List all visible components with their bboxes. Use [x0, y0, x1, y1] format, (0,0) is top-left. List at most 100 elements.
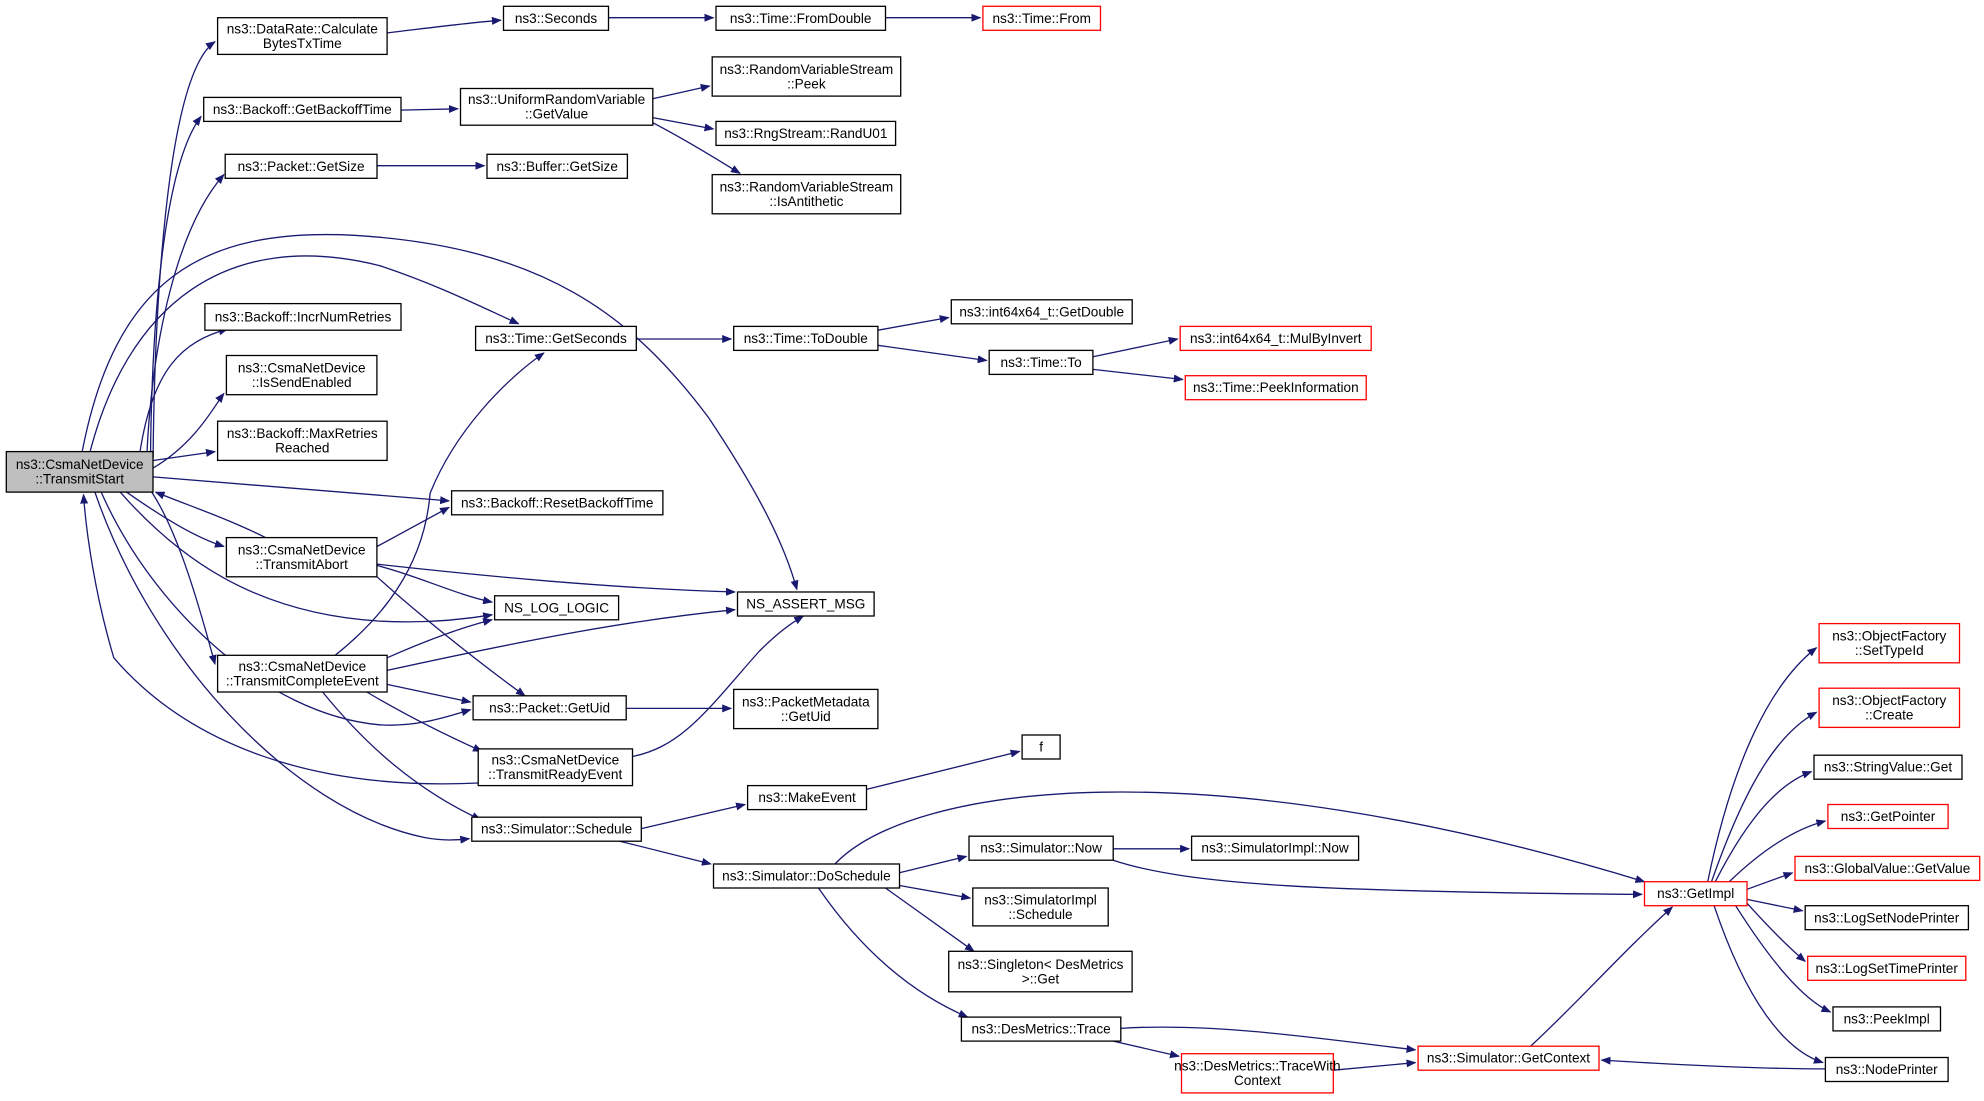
node-getdouble[interactable]: ns3::int64x64_t::GetDouble [950, 299, 1133, 325]
node-label-line: ns3::PacketMetadata [742, 694, 870, 709]
edge-transmitstart-to-getbackofftime [149, 115, 202, 458]
node-label-line: ns3::Time::FromDouble [730, 11, 872, 26]
node-label-line: ::IsSendEnabled [252, 375, 352, 390]
node-simnow[interactable]: ns3::Simulator::Now [968, 835, 1114, 861]
node-label-line: ns3::LogSetTimePrinter [1816, 961, 1959, 976]
node-getbackofftime[interactable]: ns3::Backoff::GetBackoffTime [203, 96, 402, 123]
edge-readyevent-to-transmitstart [80, 493, 479, 785]
node-implnow[interactable]: ns3::SimulatorImpl::Now [1190, 835, 1360, 861]
node-stringvalueget[interactable]: ns3::StringValue::Get [1813, 754, 1963, 780]
node-transmitabort[interactable]: ns3::CsmaNetDevice::TransmitAbort [225, 536, 378, 578]
node-todouble[interactable]: ns3::Time::ToDouble [733, 325, 879, 352]
edge-transmitabort-to-nsassert [376, 563, 736, 596]
node-getcontext[interactable]: ns3::Simulator::GetContext [1417, 1045, 1600, 1071]
node-label-line: ns3::CsmaNetDevice [238, 543, 366, 558]
node-peekinformation[interactable]: ns3::Time::PeekInformation [1184, 375, 1367, 401]
node-label-line: ns3::Singleton< DesMetrics [958, 957, 1124, 972]
node-timeto[interactable]: ns3::Time::To [988, 349, 1094, 376]
node-settypeid[interactable]: ns3::ObjectFactory::SetTypeId [1818, 622, 1961, 664]
node-nodeprinter[interactable]: ns3::NodePrinter [1824, 1056, 1949, 1083]
node-logtimeprinter[interactable]: ns3::LogSetTimePrinter [1807, 955, 1967, 981]
node-box [486, 153, 629, 179]
node-box [216, 654, 388, 693]
edge-getimpl-to-settypeid [1707, 647, 1818, 882]
node-nsassert[interactable]: NS_ASSERT_MSG [736, 591, 875, 617]
node-desmetricstrace[interactable]: ns3::DesMetrics::Trace [960, 1016, 1122, 1042]
node-label-line: ns3::Buffer::GetSize [496, 159, 617, 174]
node-box [1832, 1006, 1942, 1032]
node-resetbackoff[interactable]: ns3::Backoff::ResetBackoffTime [450, 490, 664, 516]
node-metadatagetuid[interactable]: ns3::PacketMetadata::GetUid [733, 688, 879, 730]
edge-transmitstart-to-issendenabled [152, 392, 225, 469]
node-label-line: ns3::Time::From [992, 11, 1090, 26]
node-incrnumretries[interactable]: ns3::Backoff::IncrNumRetries [204, 302, 402, 331]
node-getpointer[interactable]: ns3::GetPointer [1827, 803, 1949, 830]
node-ofcreate[interactable]: ns3::ObjectFactory::Create [1818, 687, 1961, 729]
node-doschedule[interactable]: ns3::Simulator::DoSchedule [712, 863, 901, 889]
node-label-line: ns3::Packet::GetSize [238, 159, 365, 174]
node-label-line: NS_ASSERT_MSG [746, 597, 865, 612]
edge-completeevent-to-schedule [322, 691, 482, 821]
node-peekimpl[interactable]: ns3::PeekImpl [1832, 1006, 1942, 1032]
node-label-line: f [1039, 740, 1043, 755]
node-box [203, 96, 402, 123]
edge-timeto-to-peekinformation [1092, 368, 1184, 383]
node-label-line: ns3::MakeEvent [758, 790, 856, 805]
node-box [1804, 905, 1970, 931]
node-box [1184, 375, 1367, 401]
node-urvgetvalue[interactable]: ns3::UniformRandomVariable::GetValue [459, 87, 654, 126]
node-box [474, 325, 637, 352]
node-box [502, 5, 610, 31]
node-box [1827, 803, 1949, 830]
edge-simnow-to-getimpl [1112, 859, 1643, 899]
node-lognodeprinter[interactable]: ns3::LogSetNodePrinter [1804, 905, 1970, 931]
node-label-line: ns3::Time::GetSeconds [485, 331, 627, 346]
node-label-line: ns3::Time::ToDouble [744, 331, 868, 346]
node-readyevent[interactable]: ns3::CsmaNetDevice::TransmitReadyEvent [477, 748, 634, 787]
node-implschedule[interactable]: ns3::SimulatorImpl::Schedule [972, 887, 1109, 927]
node-globalvalue[interactable]: ns3::GlobalValue::GetValue [1794, 855, 1981, 882]
node-box [5, 450, 154, 493]
node-box [950, 299, 1133, 325]
edge-makeevent-to-f [866, 749, 1021, 791]
edge-transmitstart-to-transmitabort [126, 491, 225, 548]
node-box [1021, 734, 1061, 760]
node-buffergetsize[interactable]: ns3::Buffer::GetSize [486, 153, 629, 179]
node-getimpl[interactable]: ns3::GetImpl [1643, 881, 1748, 907]
node-label-line: ns3::Packet::GetUid [489, 700, 610, 715]
node-makeevent[interactable]: ns3::MakeEvent [746, 784, 868, 811]
node-label-line: ns3::int64x64_t::MulByInvert [1190, 331, 1362, 346]
node-getseconds[interactable]: ns3::Time::GetSeconds [474, 325, 637, 352]
node-nslog[interactable]: NS_LOG_LOGIC [493, 595, 620, 621]
node-completeevent[interactable]: ns3::CsmaNetDevice::TransmitCompleteEven… [216, 654, 388, 693]
node-isantithetic[interactable]: ns3::RandomVariableStream::IsAntithetic [711, 173, 902, 215]
node-transmitstart[interactable]: ns3::CsmaNetDevice::TransmitStart [5, 450, 154, 493]
node-getuid[interactable]: ns3::Packet::GetUid [472, 695, 627, 721]
node-seconds[interactable]: ns3::Seconds [502, 5, 610, 31]
node-label-line: ::TransmitAbort [255, 557, 348, 572]
node-timefrom[interactable]: ns3::Time::From [982, 5, 1102, 31]
node-label-line: ns3::ObjectFactory [1832, 693, 1946, 708]
node-f[interactable]: f [1021, 734, 1061, 760]
node-mulbyinvert[interactable]: ns3::int64x64_t::MulByInvert [1179, 325, 1372, 352]
node-label-line: ns3::Backoff::ResetBackoffTime [461, 495, 653, 510]
node-fromdouble[interactable]: ns3::Time::FromDouble [715, 5, 887, 31]
edge-transmitstart-to-calcbytes [152, 41, 216, 458]
node-singleton[interactable]: ns3::Singleton< DesMetrics >::Get [948, 950, 1133, 993]
node-issendenabled[interactable]: ns3::CsmaNetDevice::IsSendEnabled [225, 354, 378, 396]
node-box [472, 695, 627, 721]
node-randu01[interactable]: ns3::RngStream::RandU01 [715, 120, 897, 147]
node-box [711, 56, 902, 97]
node-box [1180, 1053, 1334, 1094]
edge-transmitstart-to-getuid [100, 491, 472, 726]
edge-getimpl-to-ofcreate [1710, 711, 1818, 882]
node-packetgetsize[interactable]: ns3::Packet::GetSize [224, 153, 378, 179]
node-box [982, 5, 1102, 31]
node-schedule[interactable]: ns3::Simulator::Schedule [471, 816, 642, 842]
edge-readyevent-to-nsassert [632, 615, 805, 758]
edge-todouble-to-timeto [877, 344, 988, 364]
node-rvspeek[interactable]: ns3::RandomVariableStream::Peek [711, 56, 902, 97]
